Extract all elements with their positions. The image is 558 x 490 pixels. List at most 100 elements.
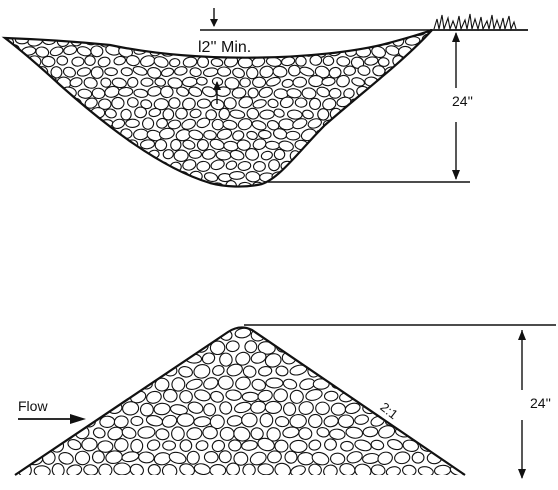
stone [324,391,338,402]
stone [130,439,143,453]
stone [77,129,92,141]
stone [145,364,164,378]
stone [391,182,404,193]
stone [257,313,276,328]
stone [57,181,70,193]
stone [82,317,98,329]
stone [408,352,426,365]
stone [66,387,83,403]
stone [26,377,42,390]
stone [84,137,100,151]
stone [420,160,433,170]
stone [106,354,122,364]
stone [91,377,105,390]
stone [71,118,85,132]
stone [0,26,5,36]
stone [352,119,363,128]
stone [153,34,167,47]
stone [441,352,456,365]
stone [336,160,348,169]
stone [387,131,398,141]
stone [341,441,354,451]
stone [49,131,63,140]
stone [84,55,95,65]
stone [91,401,104,414]
stone [63,170,78,179]
stone [434,364,449,379]
stone [120,170,133,181]
stone [49,387,69,405]
stone [9,68,20,77]
stone [451,389,465,403]
stone [125,34,137,45]
stone [146,171,161,183]
stone [36,90,49,98]
stone [36,149,50,162]
stone [331,171,343,183]
stone [139,161,154,172]
stone [97,180,112,193]
stone [323,56,334,66]
stone [434,415,449,426]
stone [363,427,378,438]
stone [408,327,427,343]
stone [83,389,99,403]
stone [346,327,364,341]
stone [57,118,69,128]
stone [72,352,91,367]
stone [15,120,27,131]
stone [0,425,10,440]
stone [144,315,163,330]
stone [406,98,421,110]
stone [350,140,363,152]
stone [9,451,26,462]
stone [370,130,385,141]
stone [5,128,21,141]
stone [310,55,322,66]
stone [22,151,36,161]
stone [29,161,43,173]
stone [27,353,44,366]
stone [34,315,49,327]
stone [0,161,14,173]
stone [274,149,285,159]
stone [399,25,414,36]
stone [353,362,372,379]
stone [140,328,155,342]
stone [72,401,90,414]
stone [13,141,28,151]
stone [331,326,345,341]
stone [289,313,309,331]
stone [2,438,19,450]
stone [0,86,9,100]
stone [364,160,378,172]
stone [42,56,55,67]
stone [428,355,441,365]
stone [98,139,111,148]
stone [78,171,90,183]
stone [413,149,428,163]
stone [321,364,340,379]
stone [105,68,118,76]
stone [107,26,118,35]
stone [130,340,148,355]
stone [329,88,341,98]
stone [58,376,72,389]
stone [404,367,417,378]
stone [160,313,179,330]
stone [338,341,355,353]
stone [370,364,388,377]
stone [14,160,28,171]
stone [37,25,48,36]
stone [338,364,353,377]
stone [134,170,148,182]
stone [420,76,433,88]
stone [0,66,8,78]
stone [20,170,34,183]
stone [49,150,62,161]
stone [155,355,169,366]
stone [285,451,297,463]
stone [426,129,440,139]
dam-height-label: 24'' [530,396,551,410]
